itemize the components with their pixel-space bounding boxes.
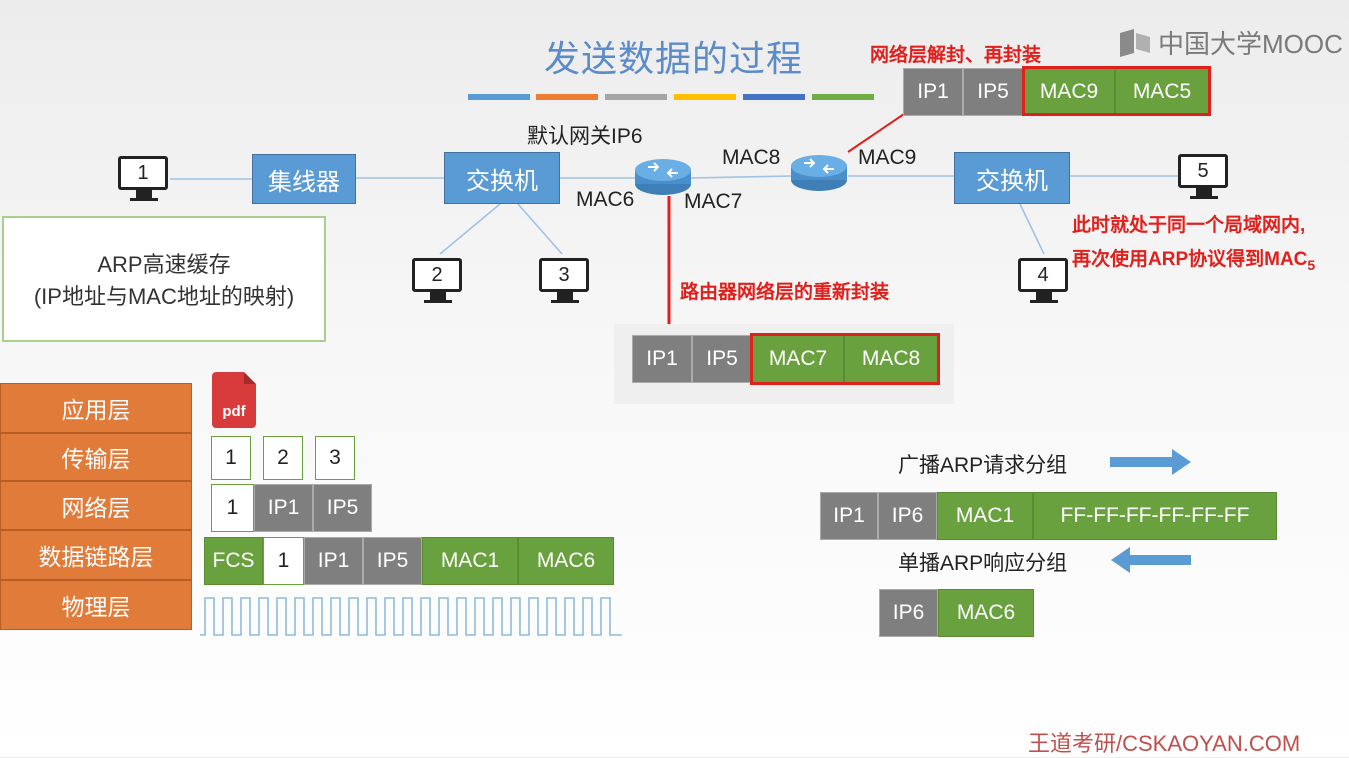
arp-reply-cell: MAC6 xyxy=(938,589,1034,637)
arp-cache-desc: (IP地址与MAC地址的映射) xyxy=(33,284,295,309)
segment-cell: 1 xyxy=(211,436,251,480)
page-title: 发送数据的过程 xyxy=(544,38,804,79)
title-color-bar xyxy=(605,94,667,100)
segment-cell: 3 xyxy=(315,436,355,480)
port-mac6-label: MAC6 xyxy=(576,188,635,211)
mooc-logo-icon xyxy=(1120,28,1150,57)
pointer-line-top xyxy=(847,113,905,153)
layer-physical: 物理层 xyxy=(0,580,192,630)
title-color-bar xyxy=(812,94,874,100)
switch-right-box: 交换机 xyxy=(954,152,1070,204)
frame-cell: IP5 xyxy=(692,335,752,383)
arp-request-cell: IP1 xyxy=(820,492,878,540)
request-arrow xyxy=(1110,449,1191,475)
router-1-icon xyxy=(635,159,691,195)
frame-cell: IP5 xyxy=(963,68,1023,116)
arp-reply-cell: IP6 xyxy=(879,589,938,637)
arp-cache-box: ARP高速缓存 (IP地址与MAC地址的映射) xyxy=(2,216,326,342)
frame-cell: IP1 xyxy=(632,335,692,383)
frame-cell: 1 xyxy=(263,537,304,585)
logo-text: 中国大学MOOC xyxy=(1158,29,1343,59)
gateway-label: 默认网关IP6 xyxy=(527,125,643,148)
same-lan-annotation-line1: 此时就处于同一个局域网内, xyxy=(1072,215,1306,236)
host-3-icon: 3 xyxy=(539,258,591,304)
title-color-bar xyxy=(743,94,805,100)
port-mac8-label: MAC8 xyxy=(722,146,781,169)
frame-cell: FCS xyxy=(204,537,263,585)
title-color-bar xyxy=(536,94,598,100)
host-label: 5 xyxy=(1178,154,1228,188)
layer-transport: 传输层 xyxy=(0,433,192,481)
arp-request-cell: FF-FF-FF-FF-FF-FF xyxy=(1033,492,1277,540)
router-2-icon xyxy=(791,155,847,191)
frame-cell: MAC1 xyxy=(422,537,518,585)
host-5-icon: 5 xyxy=(1178,154,1230,200)
arp-request-cell: MAC1 xyxy=(937,492,1033,540)
title-color-bar xyxy=(468,94,530,100)
host-1-icon: 1 xyxy=(118,156,170,202)
layer-network: 网络层 xyxy=(0,481,192,530)
frame-cell: IP1 xyxy=(903,68,963,116)
frame-cell: IP1 xyxy=(304,537,363,585)
hub-box: 集线器 xyxy=(252,154,356,204)
wire-router1-router2 xyxy=(689,175,793,179)
physical-signal-wave xyxy=(200,597,622,636)
host-label: 3 xyxy=(539,258,589,292)
title-color-bar xyxy=(674,94,736,100)
port-mac7-label: MAC7 xyxy=(684,190,743,213)
arp-request-label: 广播ARP请求分组 xyxy=(898,454,1068,477)
mooc-logo: 中国大学MOOC xyxy=(1118,24,1343,61)
router-reencap-annotation: 路由器网络层的重新封装 xyxy=(680,282,890,303)
arp-reply-label: 单播ARP响应分组 xyxy=(898,552,1068,575)
host-label: 1 xyxy=(118,156,168,190)
same-lan-text: 再次使用ARP协议得到MAC xyxy=(1072,249,1308,270)
arp-cache-title: ARP高速缓存 xyxy=(97,252,231,277)
highlight-box-middle xyxy=(750,333,940,385)
layer-application: 应用层 xyxy=(0,383,192,433)
reply-arrow xyxy=(1111,547,1191,573)
highlight-box-top xyxy=(1022,66,1211,116)
frame-cell: MAC7 xyxy=(752,335,844,383)
port-mac9-label: MAC9 xyxy=(858,146,917,169)
packet-cell: IP5 xyxy=(313,484,372,532)
frame-cell: IP5 xyxy=(363,537,422,585)
footer-brand: 王道考研/CSKAOYAN.COM xyxy=(1028,731,1301,756)
packet-cell: 1 xyxy=(211,484,254,532)
host-2-icon: 2 xyxy=(412,258,464,304)
segment-cell: 2 xyxy=(263,436,303,480)
pdf-file-icon: pdf xyxy=(212,372,256,428)
same-lan-subscript: 5 xyxy=(1307,256,1316,273)
wire-switch-host2 xyxy=(439,203,501,255)
layer-datalink: 数据链路层 xyxy=(0,530,192,580)
switch-left-box: 交换机 xyxy=(444,152,560,204)
frame-cell: MAC6 xyxy=(518,537,614,585)
host-label: 4 xyxy=(1018,258,1068,292)
frame-cell: MAC5 xyxy=(1115,68,1209,116)
wire-switch-host3 xyxy=(517,203,563,255)
host-4-icon: 4 xyxy=(1018,258,1070,304)
host-label: 2 xyxy=(412,258,462,292)
net-layer-annotation: 网络层解封、再封装 xyxy=(870,45,1042,66)
packet-cell: IP1 xyxy=(254,484,313,532)
same-lan-annotation-line2: 再次使用ARP协议得到MAC5 xyxy=(1072,244,1315,273)
wire-switch-host4 xyxy=(1019,203,1045,255)
arp-request-cell: IP6 xyxy=(878,492,937,540)
